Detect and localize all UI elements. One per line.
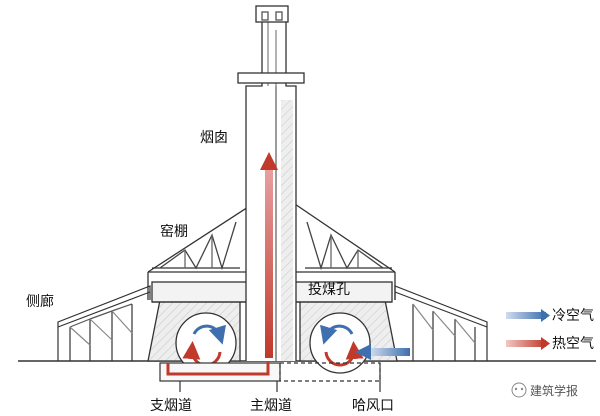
label-chimney: 烟囱 [200, 130, 228, 146]
watermark-text: 建筑学报 [530, 383, 578, 398]
label-side-corridor: 侧廊 [26, 293, 54, 310]
label-air-inlet: 哈风口 [352, 398, 394, 414]
legend-hot-swatch [506, 340, 546, 347]
side-corridor-left [57, 285, 151, 361]
watermark: 建筑学报 [511, 382, 578, 398]
legend-cold-label: 冷空气 [552, 308, 594, 324]
label-coal-hole: 投煤孔 [308, 282, 350, 298]
main-flue-hot-arrow [260, 152, 278, 358]
legend-hot-label: 热空气 [552, 336, 594, 352]
underground-flues [159, 362, 381, 392]
legend-cold-swatch [506, 312, 546, 319]
label-kiln-shed: 窑棚 [160, 223, 188, 240]
legend: 冷空气 热空气 [506, 308, 594, 352]
firing-chamber-right [309, 312, 371, 374]
label-main-flue: 主烟道 [250, 398, 292, 414]
label-branch-flue: 支烟道 [150, 398, 192, 414]
air-inlet-cold-arrow [355, 344, 410, 360]
